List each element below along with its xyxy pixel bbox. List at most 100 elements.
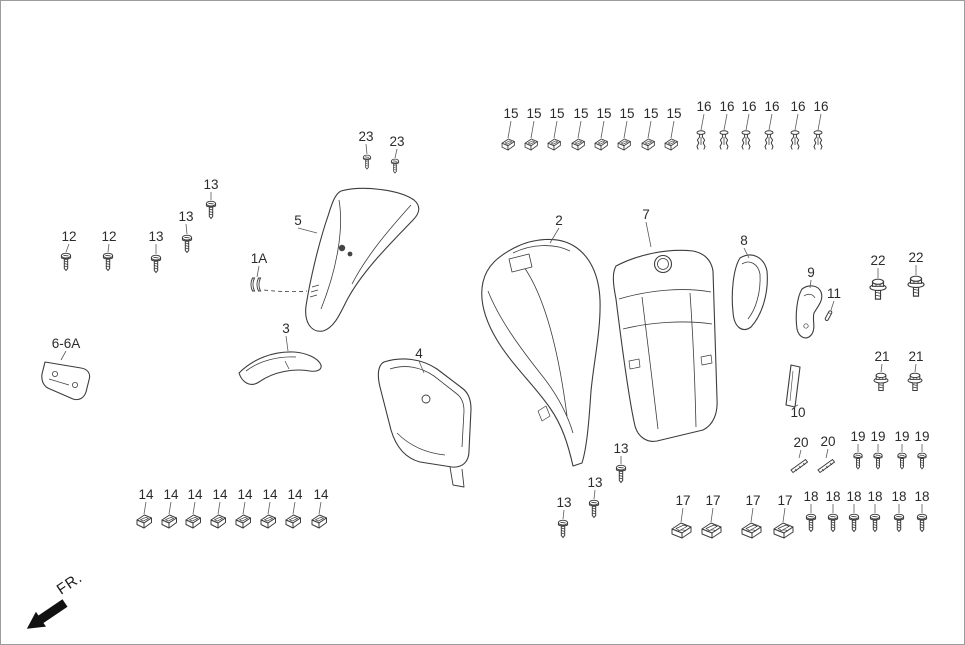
leader-line xyxy=(143,501,147,515)
leader-line xyxy=(242,501,246,515)
fr-label: FR. xyxy=(54,569,86,598)
leader-line xyxy=(185,223,188,235)
callout-14: 14 xyxy=(287,487,303,502)
fr-direction: FR. xyxy=(26,569,86,629)
screw-icon xyxy=(873,452,883,470)
screw-icon xyxy=(588,499,600,518)
leader-line xyxy=(285,335,289,352)
callout-16: 16 xyxy=(790,99,805,114)
screw-icon xyxy=(615,464,627,483)
leader-line xyxy=(670,120,675,139)
callout-16: 16 xyxy=(719,99,734,114)
screw-icon xyxy=(827,513,839,532)
leader-line xyxy=(318,501,322,515)
parts-layer xyxy=(41,187,823,488)
callout-18: 18 xyxy=(825,489,840,504)
leader-line xyxy=(60,350,67,361)
leader-line xyxy=(623,120,628,139)
leader-line xyxy=(65,243,70,253)
callout-15: 15 xyxy=(666,106,681,121)
callout-19: 19 xyxy=(914,429,929,444)
callout-18: 18 xyxy=(867,489,882,504)
callout-16: 16 xyxy=(741,99,756,114)
leader-line xyxy=(107,243,110,253)
clip-nut-icon xyxy=(311,514,327,529)
callout-13: 13 xyxy=(587,475,602,490)
leader-line xyxy=(256,265,260,278)
callout-22: 22 xyxy=(870,253,885,268)
leader-line xyxy=(292,501,296,515)
rivet-icon xyxy=(790,130,800,150)
screw-icon xyxy=(150,254,162,273)
leader-line xyxy=(830,300,835,311)
leader-line xyxy=(880,363,883,373)
pin-icon xyxy=(824,309,833,322)
callout-14: 14 xyxy=(262,487,278,502)
callout-12: 12 xyxy=(101,229,116,244)
callout-8: 8 xyxy=(740,233,748,248)
callout-13: 13 xyxy=(178,209,193,224)
callout-14: 14 xyxy=(187,487,203,502)
screw-icon xyxy=(805,513,817,532)
leader-line xyxy=(647,120,652,139)
leader-lines-layer xyxy=(60,113,923,523)
screw-icon xyxy=(557,519,569,538)
clip-nut-icon xyxy=(617,138,631,151)
callout-7: 7 xyxy=(642,207,650,222)
screw-icon xyxy=(390,158,400,174)
callout-17: 17 xyxy=(675,493,690,508)
callout-13: 13 xyxy=(613,441,628,456)
leader-line xyxy=(217,501,221,515)
leader-line xyxy=(645,221,652,248)
leader-line xyxy=(553,120,558,139)
leader-line xyxy=(365,143,368,155)
callout-16: 16 xyxy=(813,99,828,114)
callout-21: 21 xyxy=(908,349,923,364)
leader-line xyxy=(192,501,196,515)
leader-line xyxy=(723,113,728,131)
flange-bolt-icon xyxy=(869,278,887,300)
screw-icon xyxy=(916,513,928,532)
screw-icon xyxy=(917,452,927,470)
clip-nut-icon xyxy=(260,514,276,529)
clip-1a-dashed-leader xyxy=(263,289,308,293)
leader-line xyxy=(680,507,684,523)
clip-nut-icon xyxy=(664,138,678,151)
callout-9: 9 xyxy=(807,265,815,280)
callout-23: 23 xyxy=(358,129,373,144)
clip-nut-icon xyxy=(136,514,152,529)
clip-nut-icon xyxy=(594,138,608,151)
screw-icon xyxy=(102,252,114,271)
callout-17: 17 xyxy=(777,493,792,508)
screw-icon xyxy=(181,234,193,253)
leader-line xyxy=(549,227,560,244)
screw-icon xyxy=(853,452,863,470)
strip-icon xyxy=(817,459,835,473)
callout-14: 14 xyxy=(313,487,329,502)
callout-21: 21 xyxy=(874,349,889,364)
callout-22: 22 xyxy=(908,250,923,265)
screw-icon xyxy=(897,452,907,470)
leader-line xyxy=(825,448,829,459)
leader-line xyxy=(798,449,802,459)
part-front-garnish xyxy=(238,351,322,385)
callout-15: 15 xyxy=(596,106,611,121)
callout-2: 2 xyxy=(555,213,563,228)
leader-line xyxy=(794,113,799,131)
leader-line xyxy=(792,404,799,408)
rivet-icon xyxy=(696,130,706,150)
leader-line xyxy=(297,227,318,234)
clip-nut-icon xyxy=(524,138,538,151)
screw-icon xyxy=(848,513,860,532)
callout-15: 15 xyxy=(643,106,658,121)
leader-line xyxy=(168,501,172,515)
callout-1A: 1A xyxy=(251,251,268,266)
leader-line xyxy=(743,247,750,259)
callout-5: 5 xyxy=(294,213,302,228)
clip-nut-icon xyxy=(235,514,251,529)
leader-line xyxy=(782,507,786,523)
clip-nut-icon xyxy=(641,138,655,151)
strip-icon xyxy=(790,459,808,473)
screw-icon xyxy=(869,513,881,532)
